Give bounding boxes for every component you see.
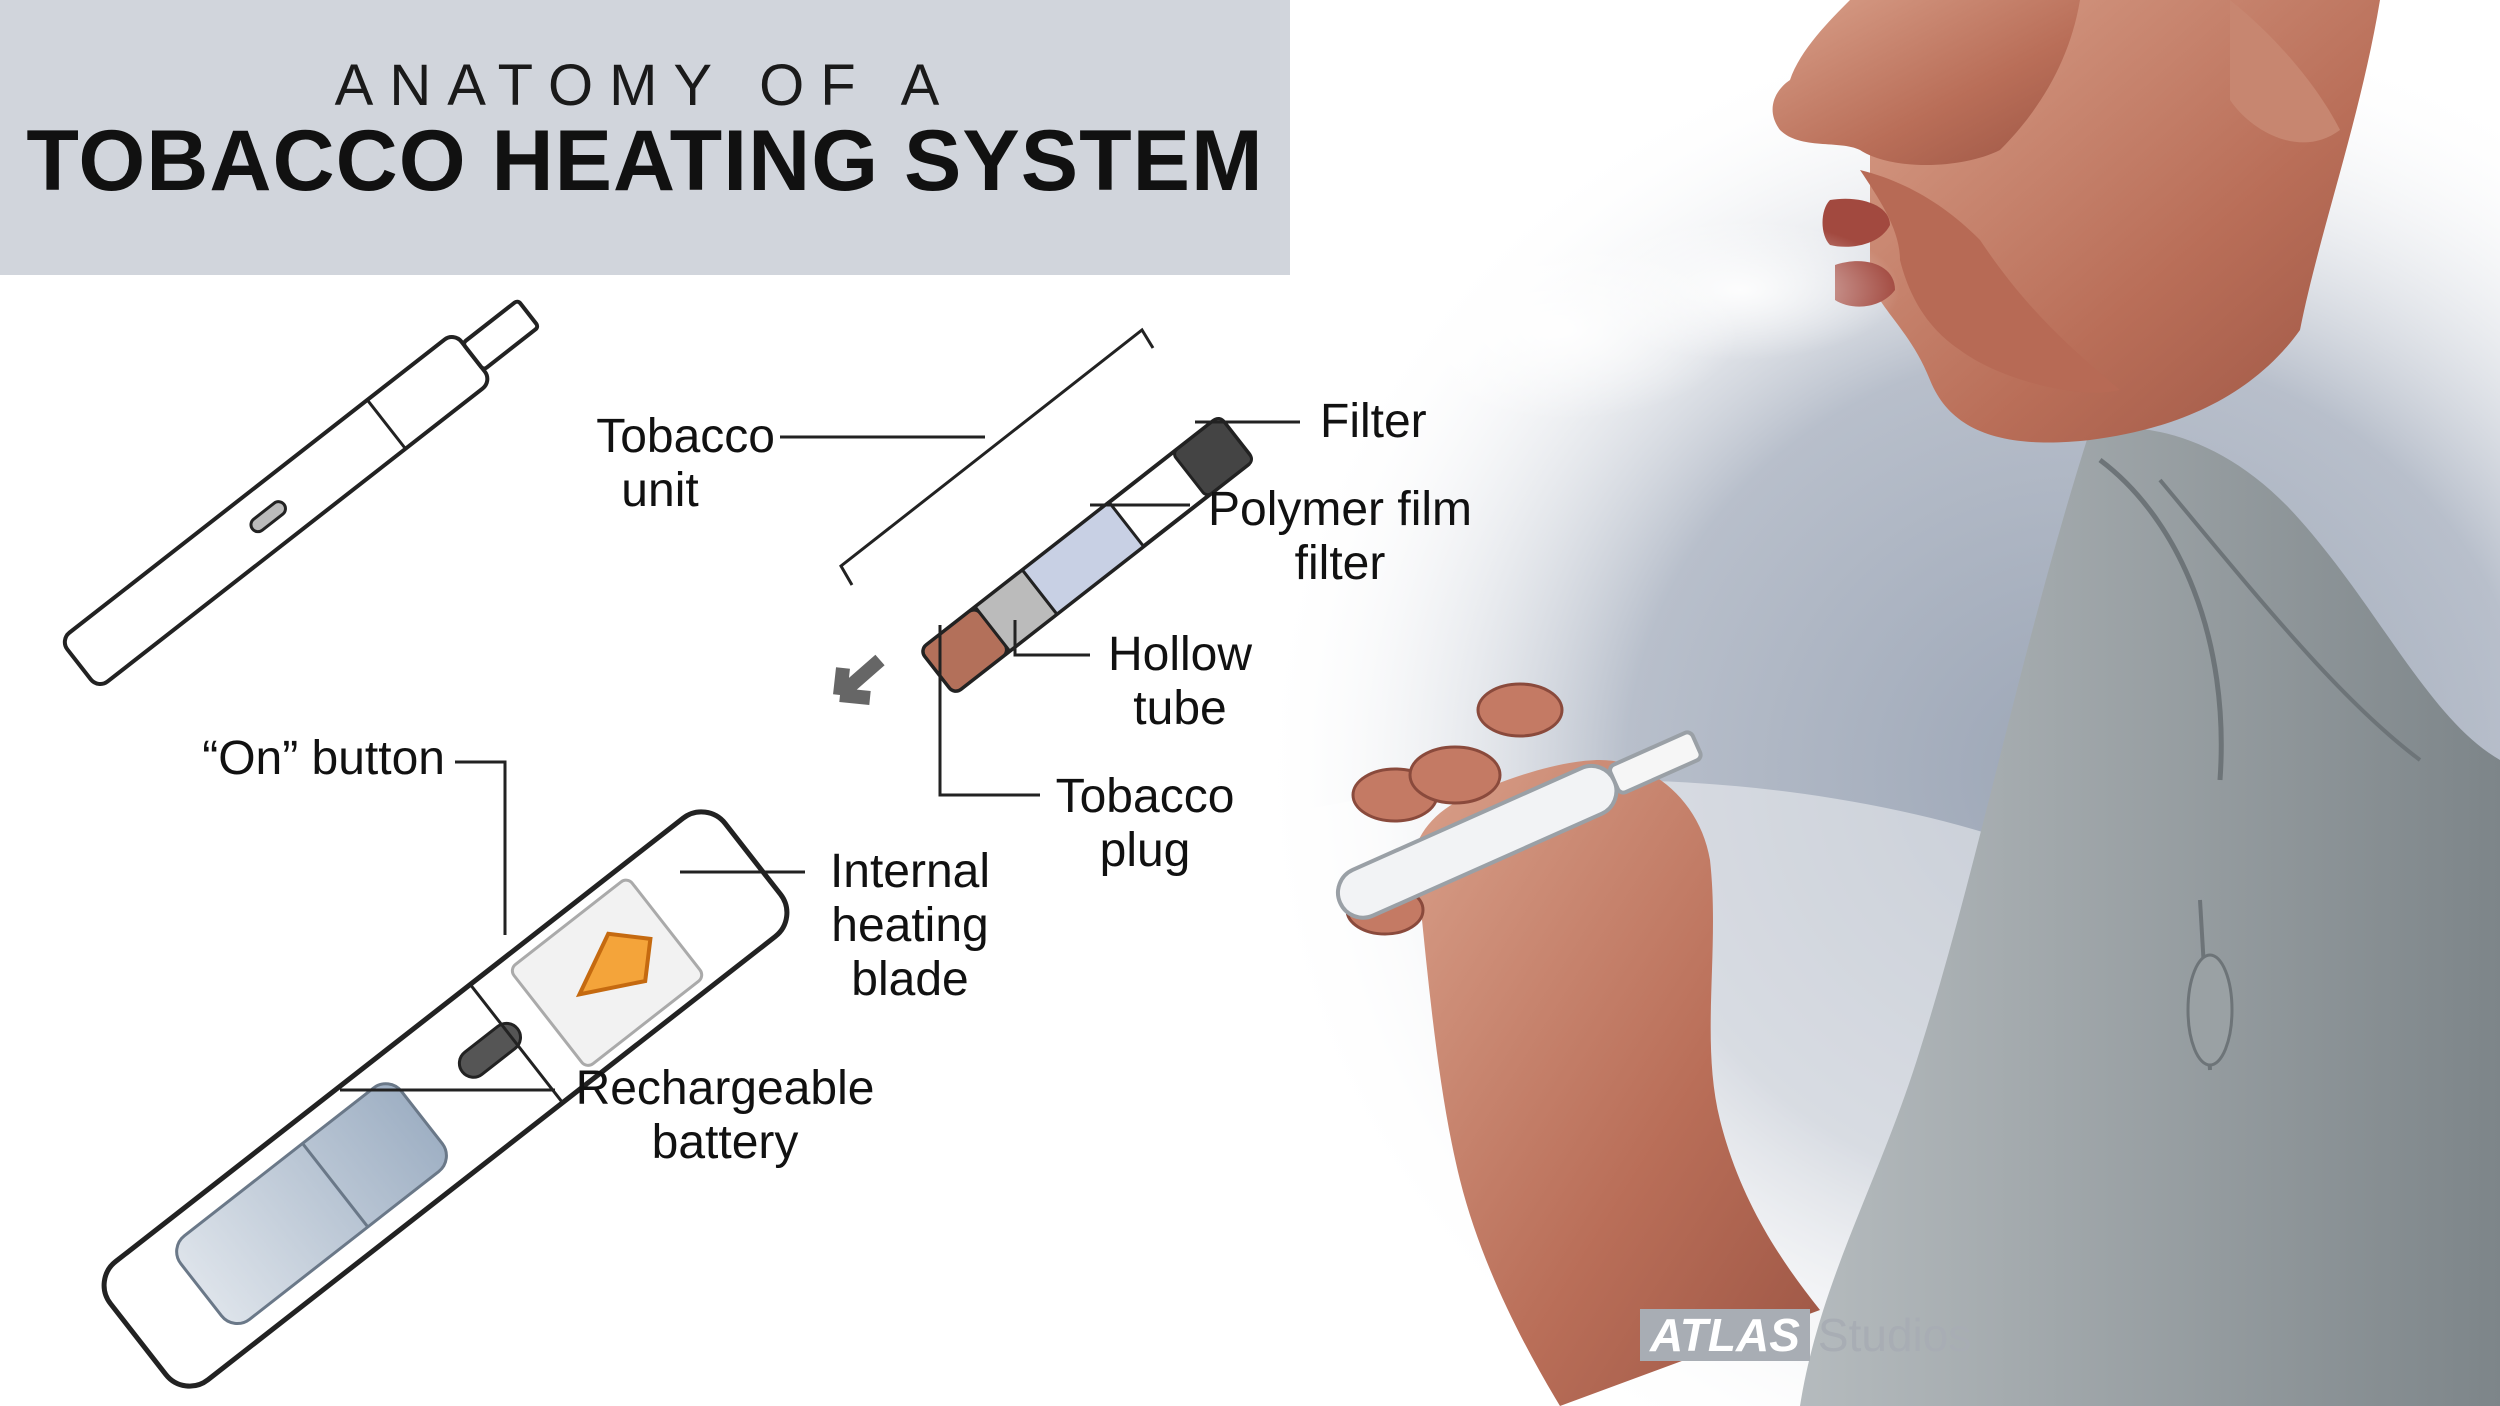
label-plug-l1: Tobacco [1055, 770, 1235, 823]
closed-device [62, 299, 540, 687]
exhaled-smoke-cloud [1380, 240, 1740, 420]
insert-arrow [833, 654, 885, 705]
label-hollow-l1: Hollow [1107, 628, 1253, 681]
label-filter: Filter [1320, 395, 1427, 448]
finger-3 [1476, 682, 1564, 738]
tobacco-unit-bracket [839, 327, 1155, 586]
label-on-button: “On” button [202, 732, 445, 785]
title-line-2: TOBACCO HEATING SYSTEM [26, 113, 1264, 209]
filter-shape [1173, 416, 1253, 497]
label-battery-l2: battery [651, 1116, 799, 1169]
held-device [1336, 730, 1703, 920]
chin [1860, 170, 2120, 393]
tobacco-unit [921, 416, 1253, 693]
label-battery-l1: Rechargeable [575, 1062, 875, 1115]
label-hollow-tube: Hollow tube [1095, 628, 1265, 736]
brand-part-1: ATLAS [1640, 1309, 1810, 1361]
label-blade-l2: heating [831, 899, 989, 952]
label-tobacco-unit: Tobacco unit [545, 410, 775, 518]
label-polymer-l2: filter [1294, 537, 1386, 590]
label-heating-blade: Internal heating blade [810, 845, 1010, 1007]
label-plug-l2: plug [1099, 824, 1191, 877]
nose [1772, 0, 2080, 165]
label-tobacco-plug: Tobacco plug [1045, 770, 1245, 878]
battery-shape [175, 1082, 448, 1326]
upper-lip [1822, 198, 1890, 247]
leader-lines [340, 420, 1300, 1092]
label-blade-l1: Internal [829, 845, 991, 898]
title-line-1: ANATOMY OF A [334, 53, 956, 118]
on-button-shape [457, 1021, 522, 1079]
label-tobacco-unit-l1: Tobacco [596, 410, 775, 463]
label-hollow-l2: tube [1133, 682, 1227, 735]
hand [1412, 760, 1820, 1406]
shirt-collar-fold [2098, 458, 2224, 781]
label-tobacco-unit-l2: unit [621, 464, 699, 517]
finger-2 [1408, 745, 1502, 805]
label-polymer-l1: Polymer film [1207, 483, 1473, 536]
polymer-film-shape [1020, 500, 1146, 617]
ear [2230, 0, 2340, 143]
heating-blade-shape [575, 931, 653, 998]
shirt-fold [2158, 478, 2422, 762]
title-panel: ANATOMY OF A TOBACCO HEATING SYSTEM [0, 0, 1290, 275]
closed-device-button [249, 500, 287, 534]
drawstring-tip [2186, 953, 2234, 1067]
label-polymer-film-filter: Polymer film filter [1195, 483, 1485, 591]
label-blade-l3: blade [851, 953, 969, 1006]
device-body [101, 809, 790, 1389]
label-rechargeable-battery: Rechargeable battery [565, 1062, 885, 1170]
brand-part-2: Studios [1817, 1309, 1972, 1361]
